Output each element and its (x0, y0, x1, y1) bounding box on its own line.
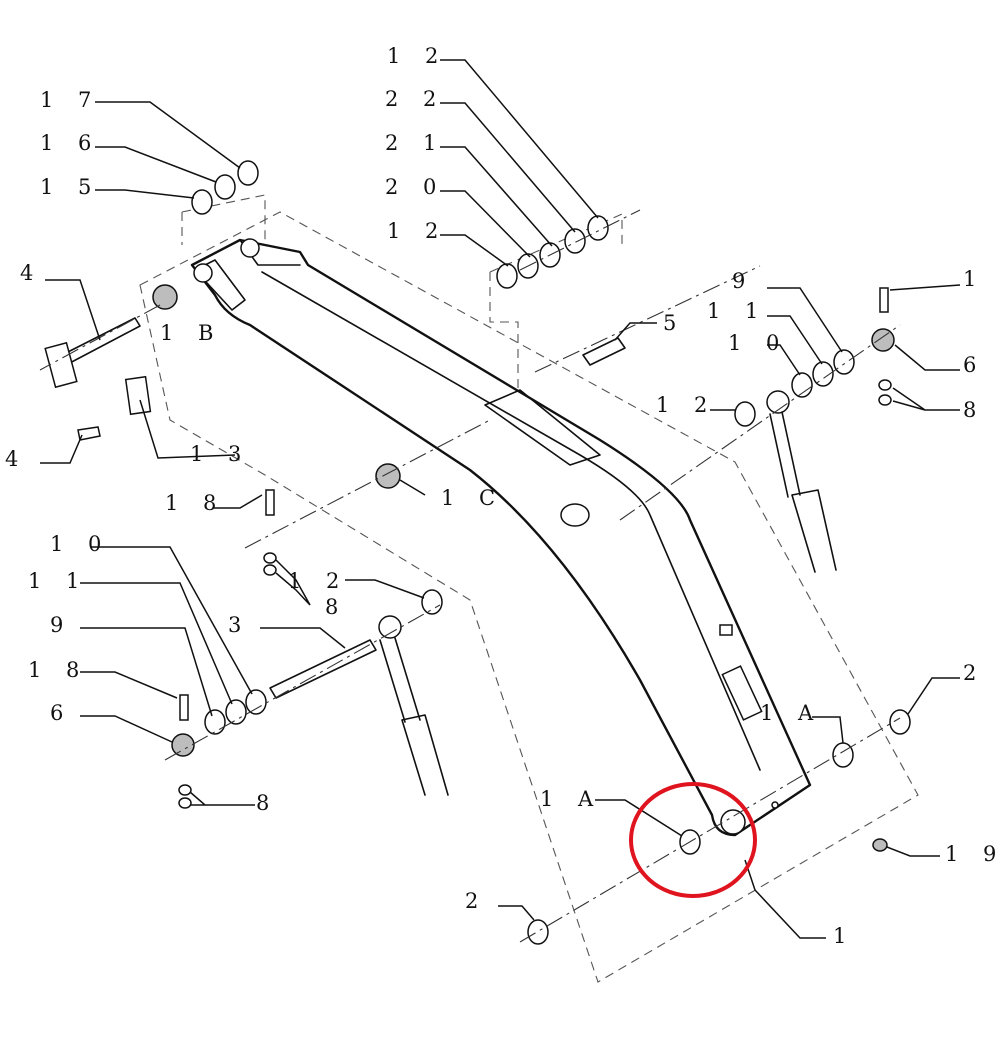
washer-10-left (245, 689, 267, 715)
washer-11-right (812, 361, 834, 387)
plate-13 (124, 375, 152, 416)
center-line-3 (164, 604, 441, 761)
washer-22 (564, 228, 586, 254)
callout-1b: 1 B (160, 321, 222, 345)
nut-6-left (171, 733, 195, 757)
washer-17 (237, 160, 259, 186)
nut-6-right (871, 328, 895, 352)
bolt-18-left (179, 694, 189, 721)
washer-11-left (225, 699, 247, 725)
callout-labels: 1 7 1 6 1 5 4 1 B 4 1 3 1 8 8 1 2 1 C 1 … (5, 44, 1000, 948)
callout-12-mid: 1 2 (288, 569, 348, 593)
bushing-1b (152, 284, 178, 310)
highlight-circle (629, 782, 757, 898)
nut-8-mid-2 (263, 564, 277, 576)
callout-11-left: 1 1 (28, 569, 88, 593)
bolt-18-right (879, 287, 889, 313)
callout-18-right: 1 8 (963, 267, 1000, 291)
pin-group-boundary-top (489, 213, 623, 390)
callout-10-right: 1 0 (728, 331, 788, 355)
callout-6-right: 6 (963, 353, 985, 377)
washer-12-top2 (587, 215, 609, 241)
washer-16 (214, 174, 236, 200)
nut-8-left-2 (178, 797, 192, 809)
washer-9-right (833, 349, 855, 375)
pin-5 (582, 337, 626, 366)
center-line-right (619, 324, 901, 521)
callout-17: 1 7 (40, 88, 100, 112)
center-line-1c (244, 419, 491, 549)
washer-12-right (734, 401, 756, 427)
callout-20: 2 0 (385, 175, 445, 199)
washer-9-left (204, 709, 226, 735)
cylinder-left (378, 615, 449, 796)
boom (190, 238, 812, 837)
bolt-18-mid (265, 489, 275, 516)
pin-3 (269, 639, 377, 699)
callout-9-right: 9 (732, 269, 754, 293)
callout-19: 1 9 (945, 842, 1000, 866)
center-line-upper (39, 209, 761, 373)
callout-12-right: 1 2 (656, 393, 716, 417)
callout-22: 2 2 (385, 87, 445, 111)
washer-2-bottom (527, 919, 549, 945)
callout-1: 1 (833, 924, 855, 948)
bushing-1c (375, 463, 401, 489)
pin-group-boundary-left (181, 194, 266, 250)
callout-2-right: 2 (963, 661, 985, 685)
callout-3: 3 (228, 613, 250, 637)
callout-8-left: 8 (256, 791, 278, 815)
callout-1a-left: 1 A (540, 787, 602, 811)
center-line-bottom (519, 717, 901, 943)
callout-8-mid: 8 (325, 595, 347, 619)
cylinder-right (766, 390, 837, 573)
callout-18-mid: 1 8 (165, 491, 225, 515)
callout-13: 1 3 (190, 442, 250, 466)
callout-4-bottom: 4 (5, 447, 27, 471)
callout-21: 2 1 (385, 131, 445, 155)
callout-12-top2: 1 2 (387, 219, 447, 243)
nut-8-right-2 (878, 394, 892, 406)
callout-6-left: 6 (50, 701, 72, 725)
callout-1a-right: 1 A (760, 701, 822, 725)
pin-4-top (44, 317, 141, 389)
nut-8-left (178, 784, 192, 796)
callout-16: 1 6 (40, 131, 100, 155)
nut-8-right (878, 379, 892, 391)
bolt-4-bottom (77, 426, 101, 441)
washer-15 (191, 189, 213, 215)
grease-fitting-19 (872, 838, 888, 852)
callout-1c: 1 C (441, 486, 504, 510)
washer-10-right (791, 372, 813, 398)
callout-4-top: 4 (20, 261, 42, 285)
callout-5: 5 (663, 311, 685, 335)
callout-11-right: 1 1 (707, 299, 767, 323)
washer-12-mid (421, 589, 443, 615)
washer-12-top (496, 263, 518, 289)
leader-lines (40, 59, 961, 939)
callout-2-bottom: 2 (465, 889, 487, 913)
callout-12-top: 1 2 (387, 44, 447, 68)
nut-8-mid (263, 552, 277, 564)
callout-9-left: 9 (50, 613, 72, 637)
assembly-boundary (139, 211, 919, 983)
bushing-1a-right (832, 742, 854, 768)
callout-18-left: 1 8 (28, 658, 88, 682)
callout-15: 1 5 (40, 175, 100, 199)
callout-10-left: 1 0 (50, 532, 110, 556)
washer-2-right (889, 709, 911, 735)
callout-8-right: 8 (963, 398, 985, 422)
